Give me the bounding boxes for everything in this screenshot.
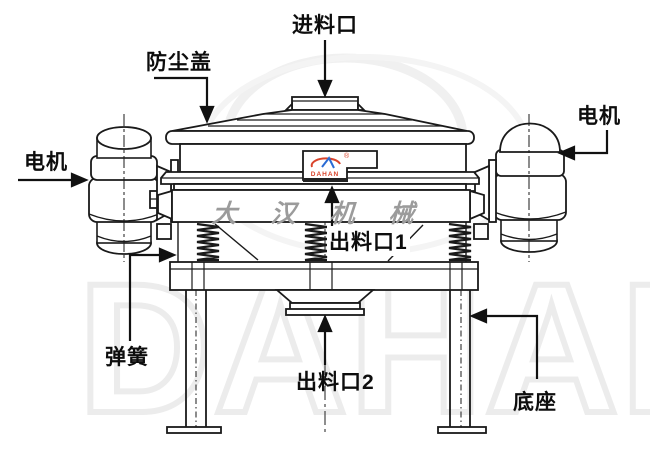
base-pointer	[469, 308, 539, 379]
feed-inlet-pointer	[317, 40, 333, 98]
body-band	[157, 189, 485, 223]
label-base: 底座	[513, 391, 557, 414]
label-outlet1: 出料口1	[327, 226, 410, 256]
logo-caption: DAHAN	[311, 171, 339, 178]
left-leg	[166, 290, 222, 434]
callout-pointers	[18, 40, 609, 379]
base-frame	[169, 261, 479, 291]
outlet1-pointer	[324, 185, 340, 226]
label-motor-left: 电机	[24, 151, 68, 174]
cover-rim	[165, 130, 475, 145]
logo-swoosh	[310, 157, 341, 168]
logo-registered-mark: ®	[344, 152, 350, 160]
left-motor	[88, 114, 179, 262]
spring-right	[448, 222, 472, 262]
right-motor	[469, 114, 567, 262]
label-motor-right: 电机	[577, 105, 621, 128]
spring-left	[196, 222, 220, 262]
label-feed-inlet: 进料口	[292, 14, 358, 37]
bottom-hopper	[274, 289, 376, 316]
motor-left-pointer	[18, 172, 89, 188]
outlet2-pointer	[317, 314, 333, 365]
label-spring: 弹簧	[105, 346, 149, 369]
dust-cover-pointer	[154, 76, 215, 124]
motor-right-pointer	[557, 130, 609, 161]
right-leg	[437, 290, 487, 434]
logo-check	[321, 156, 335, 169]
label-outlet2: 出料口2	[296, 371, 375, 394]
feed-inlet-port	[283, 96, 367, 111]
brand-plate: ® DAHAN	[302, 150, 378, 182]
spring-pointer	[128, 247, 177, 341]
label-dust-cover: 防尘盖	[146, 51, 212, 74]
brand-band-text: 大汉机械	[210, 201, 449, 228]
spring-center	[304, 222, 328, 262]
machine-body: ® DAHAN	[157, 96, 487, 434]
